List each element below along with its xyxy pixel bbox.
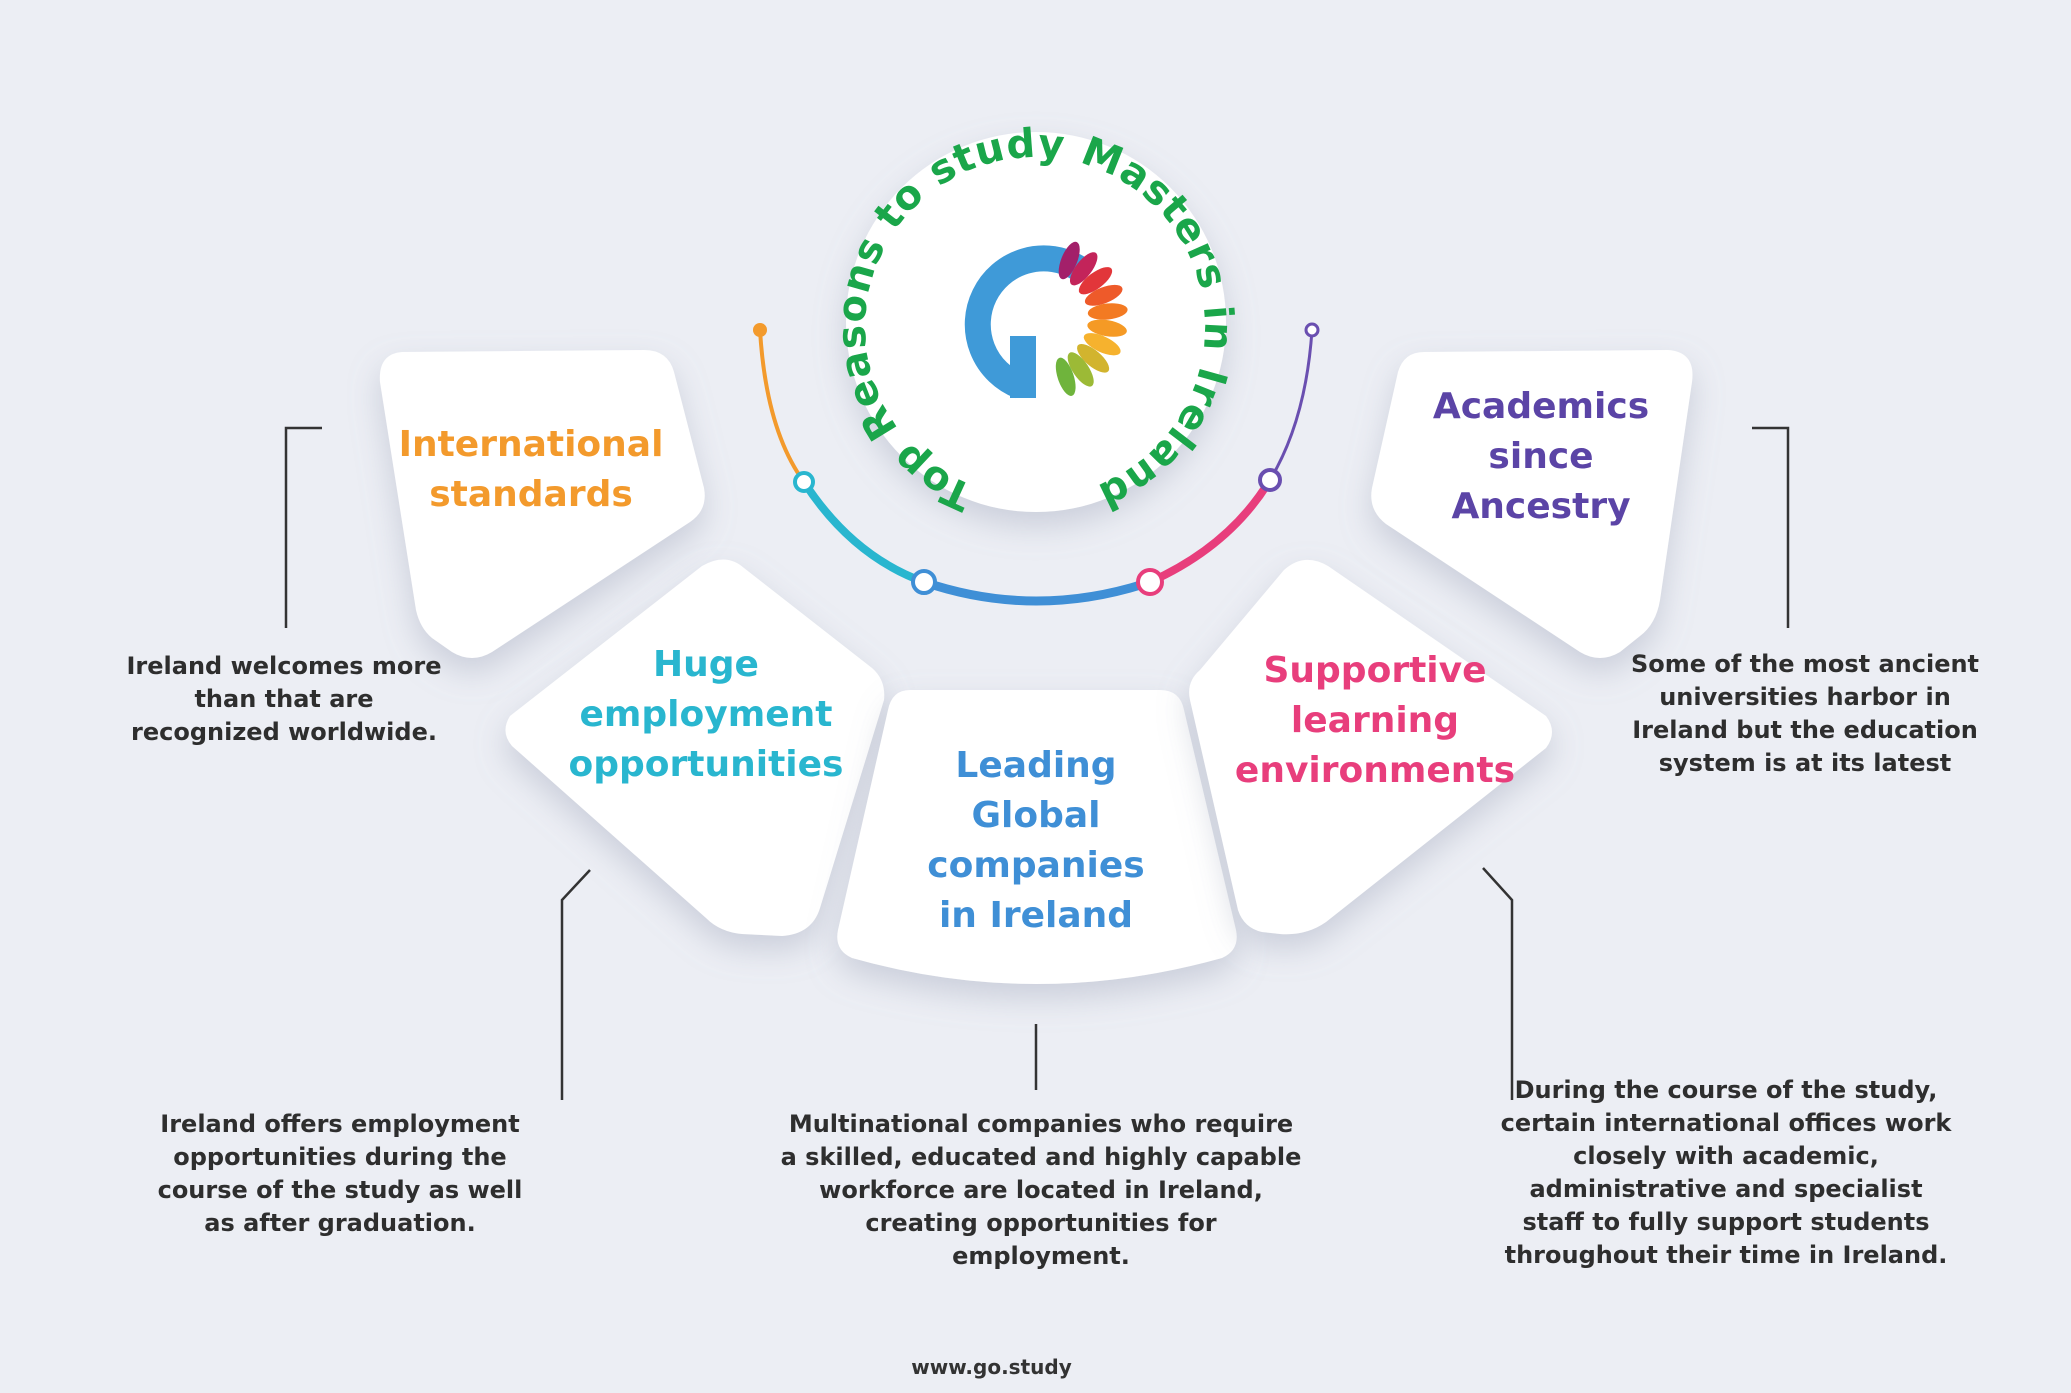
connector-employment: [560, 869, 591, 1100]
description-line: a skilled, educated and highly capable: [780, 1143, 1302, 1171]
title-line: Academics: [1432, 386, 1650, 427]
description-line: During the course of the study,: [1514, 1076, 1938, 1104]
description-supportive: During the course of the study, certain …: [1494, 1074, 1958, 1272]
description-line: employment.: [952, 1242, 1130, 1270]
title-line: Huge: [653, 644, 759, 685]
logo-petals: [1055, 241, 1128, 396]
description-global: Multinational companies who require a sk…: [776, 1108, 1306, 1273]
arc-node: [1304, 322, 1320, 338]
logo-petal: [1055, 357, 1076, 396]
title-line: learning: [1290, 700, 1460, 741]
card-title-international: International standards: [386, 420, 676, 520]
description-line: Ireland but the education: [1632, 716, 1978, 744]
arc-segment-pink: [1146, 476, 1274, 586]
description-line: course of the study as well: [157, 1176, 523, 1204]
description-line: as after graduation.: [204, 1209, 476, 1237]
card-title-academics: Academics since Ancestry: [1396, 382, 1686, 532]
logo-petal: [1078, 267, 1113, 295]
description-line: Ireland welcomes more: [126, 652, 442, 680]
arc-nodes: [753, 322, 1320, 596]
arc-node: [753, 323, 767, 337]
card-supportive: [1189, 559, 1552, 935]
arc-node: [793, 471, 815, 493]
go-study-logo: [964, 241, 1128, 399]
title-line: opportunities: [568, 744, 844, 785]
logo-petal: [1083, 333, 1121, 356]
description-line: Multinational companies who require: [788, 1110, 1294, 1138]
description-line: creating opportunities for: [865, 1209, 1217, 1237]
description-line: system is at its latest: [1658, 749, 1952, 777]
logo-petal: [1084, 284, 1123, 306]
logo-g-stem: [1010, 336, 1036, 398]
title-line: Leading: [955, 745, 1117, 786]
card-academics: [1371, 350, 1693, 658]
arc-node: [1258, 468, 1282, 492]
card-title-employment: Huge employment opportunities: [556, 640, 856, 790]
title-line: in Ireland: [938, 895, 1134, 936]
description-line: than that are: [194, 685, 374, 713]
description-line: recognized worldwide.: [131, 718, 437, 746]
description-line: closely with academic,: [1573, 1142, 1879, 1170]
card-title-global: Leading Global companies in Ireland: [886, 741, 1186, 941]
title-line: companies: [927, 845, 1145, 886]
description-employment: Ireland offers employment opportunities …: [140, 1108, 540, 1240]
description-line: administrative and specialist: [1529, 1175, 1923, 1203]
description-line: certain international offices work: [1500, 1109, 1952, 1137]
title-line: International: [398, 424, 664, 465]
logo-petal: [1087, 319, 1127, 337]
connector-international: [284, 426, 322, 628]
card-employment: [505, 559, 885, 936]
card-title-supportive: Supportive learning environments: [1220, 646, 1530, 796]
arc-node: [911, 569, 937, 595]
logo-petal: [1077, 343, 1110, 373]
title-line: environments: [1234, 750, 1516, 791]
title-line: Global: [971, 795, 1101, 836]
title-line: employment: [579, 694, 833, 735]
logo-petal: [1058, 241, 1080, 280]
title-line: Supportive: [1263, 650, 1487, 691]
arc-segment-purple: [1268, 328, 1314, 482]
center-emblem: [846, 132, 1226, 512]
arc-segment-orange: [758, 328, 806, 484]
logo-petal: [1069, 252, 1098, 286]
description-line: universities harbor in: [1659, 683, 1951, 711]
card-global: [837, 690, 1237, 984]
title-line: Ancestry: [1451, 486, 1631, 527]
description-line: staff to fully support students: [1522, 1208, 1930, 1236]
description-international: Ireland welcomes more than that are reco…: [96, 650, 472, 749]
arc-segment-blue: [919, 577, 1155, 606]
logo-petal: [1067, 352, 1094, 387]
description-line: opportunities during the: [173, 1143, 507, 1171]
description-academics: Some of the most ancient universities ha…: [1620, 648, 1990, 780]
description-line: Some of the most ancient: [1630, 650, 1980, 678]
connector-supportive: [1482, 867, 1514, 1100]
description-line: workforce are located in Ireland,: [819, 1176, 1263, 1204]
title-line: since: [1488, 436, 1594, 477]
logo-g-letter: [964, 245, 1085, 399]
title-line: standards: [429, 474, 633, 515]
footer-url: www.go.study: [911, 1355, 1072, 1379]
logo-petal: [1087, 303, 1128, 320]
connector-academics: [1752, 426, 1790, 628]
arc-node: [1136, 568, 1164, 596]
card-international: [379, 350, 705, 658]
arc-segment-cyan: [800, 478, 928, 586]
description-line: throughout their time in Ireland.: [1504, 1241, 1948, 1269]
description-line: Ireland offers employment: [160, 1110, 520, 1138]
